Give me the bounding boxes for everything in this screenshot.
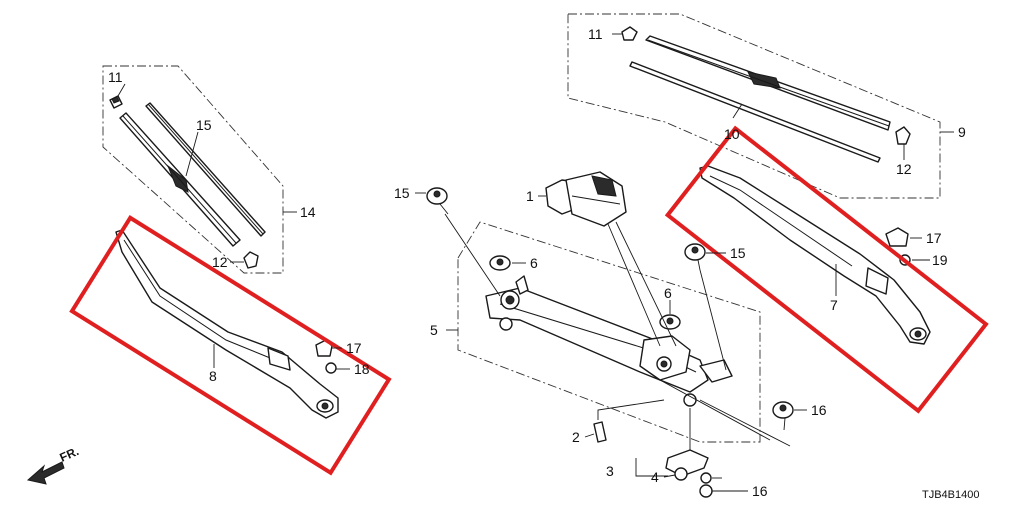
- leader-lines: [117, 33, 930, 492]
- callout-8: 8: [209, 368, 217, 384]
- left-arm-highlight-box: [69, 215, 392, 476]
- callout-4: 4: [651, 469, 659, 485]
- callout-17-left: 18: [354, 361, 370, 377]
- direction-label: FR.: [58, 444, 81, 465]
- callout-6-right: 6: [664, 285, 672, 301]
- callout-10: 10: [724, 126, 740, 142]
- callout-9: 9: [958, 124, 966, 140]
- callout-16-left: 17: [346, 340, 362, 356]
- right-blade-assembly-group: [567, 13, 954, 199]
- wiper-motor: [545, 171, 627, 227]
- crank-screw: [593, 399, 665, 443]
- callout-2: 2: [572, 429, 580, 445]
- front-direction-arrow: FR.: [26, 444, 81, 485]
- callout-6-left: 6: [530, 255, 538, 271]
- crank-bracket-hardware: [635, 408, 713, 498]
- callout-16-right: 17: [926, 230, 942, 246]
- callout-1: 1: [526, 188, 534, 204]
- callout-5: 5: [430, 322, 438, 338]
- callout-15-left: 15: [394, 185, 410, 201]
- callout-7: 7: [830, 297, 838, 313]
- callout-18: 16: [752, 483, 768, 499]
- callout-labels: 11 15 14 12 8 17 18 11 10 9 12 17 19 7 1…: [108, 26, 979, 501]
- callout-11-right: 11: [588, 26, 603, 42]
- mounting-bolts: [426, 187, 794, 447]
- wiper-linkage-assembly: [446, 221, 761, 443]
- right-arm-highlight-box: [664, 125, 989, 414]
- callout-11-left: 11: [108, 69, 123, 85]
- callout-3: 3: [606, 463, 614, 479]
- callout-13: 14: [300, 204, 316, 220]
- callout-12-right: 12: [896, 161, 912, 177]
- callout-15-bottom: 16: [811, 402, 827, 418]
- left-blade-assembly-group: [102, 65, 297, 274]
- drawing-code: TJB4B1400: [922, 489, 979, 501]
- callout-15-right: 15: [730, 245, 746, 261]
- callout-17-right: 19: [932, 252, 948, 268]
- callout-12-left: 12: [212, 254, 228, 270]
- callout-14: 15: [196, 117, 212, 133]
